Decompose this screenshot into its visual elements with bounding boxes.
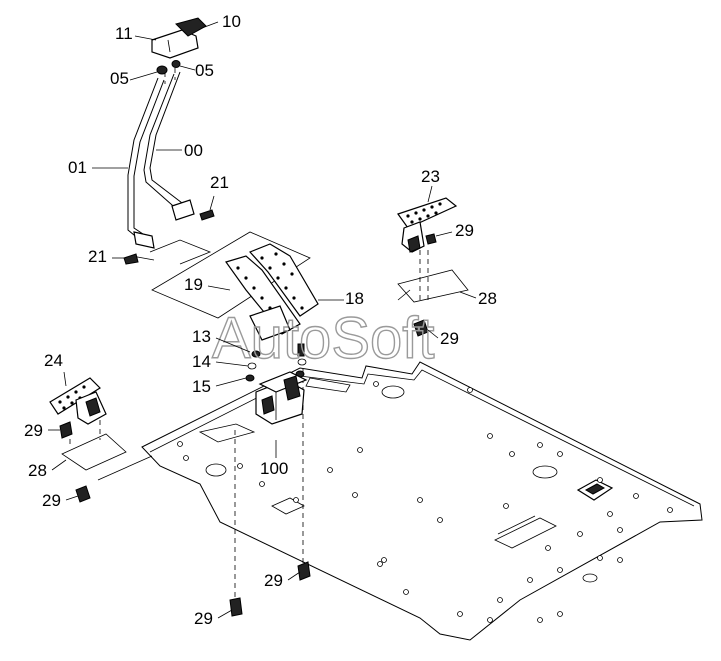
part-label: 14 (192, 352, 211, 371)
part-label: 29 (264, 571, 283, 590)
assembly-outline (151, 231, 311, 319)
pilot-valve (255, 371, 308, 425)
attachment-pedal-right (397, 197, 469, 337)
part-label: 100 (260, 459, 288, 478)
part-label: 10 (222, 12, 241, 31)
part-label: 29 (455, 221, 474, 240)
part-label: 21 (88, 247, 107, 266)
part-label: 29 (440, 329, 459, 348)
floor-plate (141, 361, 703, 641)
part-label: 29 (24, 421, 43, 440)
nut (156, 60, 181, 75)
part-label: 24 (44, 351, 63, 370)
leader-lines (48, 21, 477, 619)
part-label: 11 (115, 24, 133, 43)
lever-rod (127, 71, 195, 249)
part-label: 19 (184, 275, 203, 294)
bolt (123, 209, 215, 265)
part-label: 15 (192, 377, 211, 396)
part-label: 01 (68, 158, 87, 177)
part-label: 28 (478, 289, 497, 308)
lever-leader (149, 239, 212, 265)
part-label: 23 (421, 167, 440, 186)
part-label: 29 (194, 609, 213, 628)
part-label: 21 (210, 173, 229, 192)
part-label: 28 (28, 461, 47, 480)
lever-knob (151, 17, 207, 59)
travel-pedals (225, 243, 319, 341)
part-labels: 10 11 05 05 01 00 21 21 23 29 19 18 28 1… (24, 12, 497, 628)
part-label: 18 (345, 289, 364, 308)
part-label: 00 (184, 141, 203, 160)
watermark: AutoSoft (212, 306, 434, 371)
part-label: 05 (110, 69, 129, 88)
part-label: 29 (42, 491, 61, 510)
part-label: 13 (192, 327, 211, 346)
attachment-pedal-left (49, 377, 127, 503)
bolt (229, 561, 311, 617)
part-label: 05 (195, 61, 214, 80)
